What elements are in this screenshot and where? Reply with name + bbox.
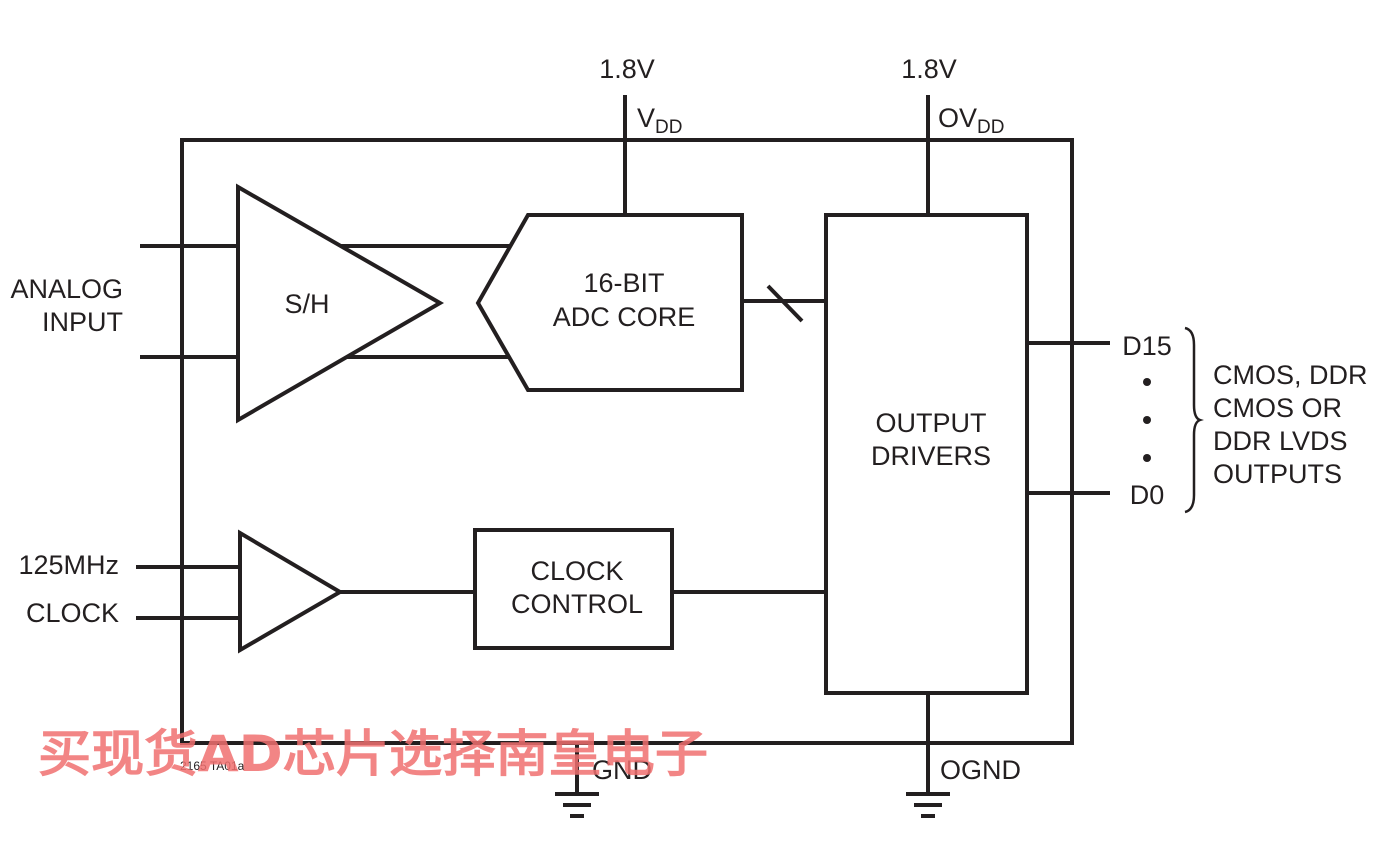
clock-buffer bbox=[238, 529, 344, 654]
figure-id: 2165 TA01a bbox=[180, 759, 245, 773]
clock-control-block bbox=[473, 528, 674, 650]
ellipsis-dot bbox=[1143, 378, 1151, 386]
analog-input-label-2: INPUT bbox=[42, 307, 123, 337]
sample-hold-label: S/H bbox=[284, 289, 329, 319]
clock-control-label-1: CLOCK bbox=[530, 556, 623, 586]
ognd-label: OGND bbox=[940, 755, 1021, 785]
bus-slash-mark bbox=[766, 284, 804, 323]
output-drivers-label-2: DRIVERS bbox=[871, 441, 991, 471]
analog-input-label-1: ANALOG bbox=[10, 274, 123, 304]
output-group-brace bbox=[1184, 326, 1204, 514]
sample-hold-amplifier bbox=[236, 183, 445, 424]
clock-freq-label: 125MHz bbox=[18, 550, 119, 580]
ovdd-pin-label: OVDD bbox=[938, 103, 1004, 138]
adc-core-block bbox=[475, 213, 744, 392]
output-drivers-block bbox=[824, 213, 1029, 695]
output-type-label-1: CMOS, DDR bbox=[1213, 360, 1368, 390]
gnd-label: GND bbox=[592, 755, 652, 785]
clock-control-label-2: CONTROL bbox=[511, 589, 643, 619]
adc-core-label-1: 16-BIT bbox=[583, 268, 664, 298]
output-type-label-2: CMOS OR bbox=[1213, 393, 1342, 423]
output-type-label-3: DDR LVDS bbox=[1213, 426, 1348, 456]
output-d15-label: D15 bbox=[1122, 331, 1172, 361]
clock-input-label: CLOCK bbox=[26, 598, 119, 628]
output-type-label-4: OUTPUTS bbox=[1213, 459, 1342, 489]
ellipsis-dot bbox=[1143, 454, 1151, 462]
vdd-voltage-label: 1.8V bbox=[599, 54, 655, 84]
ovdd-voltage-label: 1.8V bbox=[901, 54, 957, 84]
output-d0-label: D0 bbox=[1130, 480, 1165, 510]
adc-core-label-2: ADC CORE bbox=[553, 302, 696, 332]
watermark: 买现货AD芯片选择南皇电子 bbox=[38, 725, 708, 783]
output-drivers-label-1: OUTPUT bbox=[876, 408, 987, 438]
ellipsis-dot bbox=[1143, 416, 1151, 424]
vdd-pin-label: VDD bbox=[637, 103, 682, 138]
